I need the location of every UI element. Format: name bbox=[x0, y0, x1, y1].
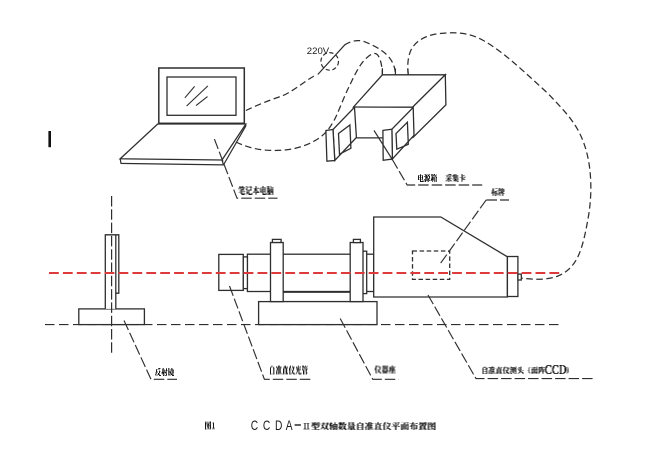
svg-text:C: C bbox=[263, 418, 271, 434]
svg-text:D: D bbox=[275, 418, 283, 434]
svg-text:A: A bbox=[286, 418, 294, 434]
svg-text:C: C bbox=[251, 418, 259, 434]
svg-text:220V: 220V bbox=[307, 46, 330, 57]
